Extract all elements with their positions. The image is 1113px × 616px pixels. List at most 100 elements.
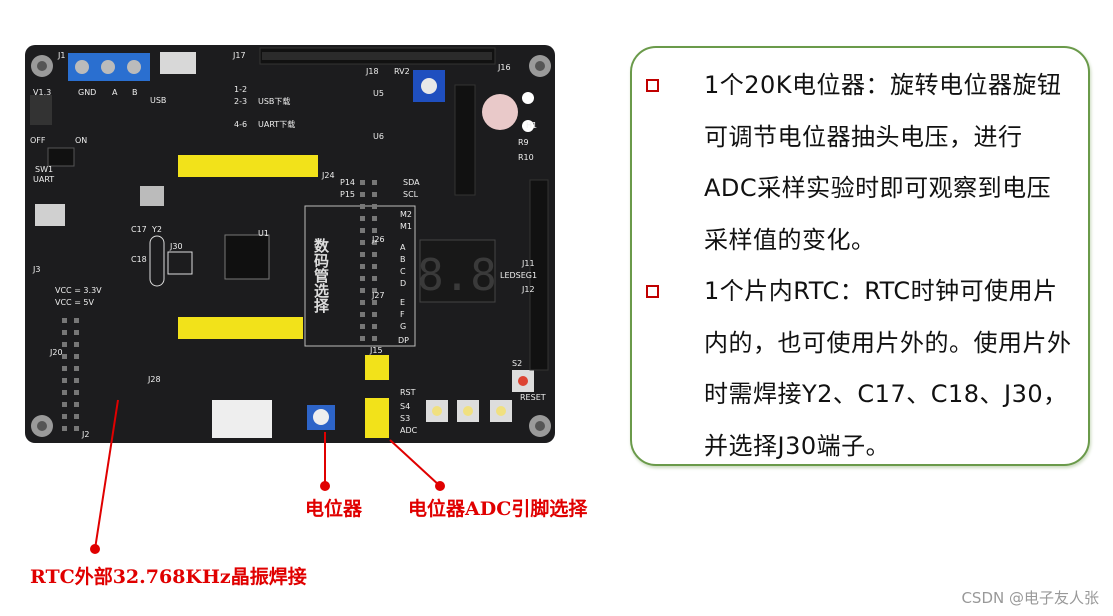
header-pin — [62, 402, 67, 407]
svg-text:C18: C18 — [131, 255, 147, 264]
seg-select-label: 数码管选择 — [312, 237, 330, 314]
feature-potentiometer-text: 1个20K电位器：旋转电位器旋钮可调节电位器抽头电压，进行ADC采样实验时即可观… — [704, 71, 1062, 254]
header-pin — [372, 228, 377, 233]
svg-text:R9: R9 — [518, 138, 529, 147]
svg-text:J28: J28 — [147, 375, 161, 384]
header-pin — [74, 426, 79, 431]
header-pin — [74, 354, 79, 359]
header-pin — [372, 264, 377, 269]
svg-text:J30: J30 — [169, 242, 183, 251]
svg-text:A: A — [400, 243, 406, 252]
seven-seg-display: 8.8 — [417, 250, 496, 301]
svg-text:DP: DP — [398, 336, 409, 345]
header-pin — [372, 252, 377, 257]
header-pin — [372, 216, 377, 221]
svg-text:VCC = 3.3V: VCC = 3.3V — [55, 286, 102, 295]
svg-text:J3: J3 — [32, 265, 40, 274]
svg-text:S3: S3 — [400, 414, 410, 423]
header-pin — [360, 240, 365, 245]
header-pin — [360, 312, 365, 317]
header-pin — [360, 252, 365, 257]
header-pin — [372, 288, 377, 293]
svg-text:A: A — [112, 88, 118, 97]
header-pin — [74, 318, 79, 323]
header-pin — [360, 288, 365, 293]
svg-text:J20: J20 — [49, 348, 63, 357]
header-pin — [62, 330, 67, 335]
svg-text:D: D — [400, 279, 406, 288]
svg-text:E: E — [400, 298, 405, 307]
svg-text:J18: J18 — [365, 67, 379, 76]
header-pin — [360, 336, 365, 341]
svg-text:J1: J1 — [57, 51, 65, 60]
svg-text:R10: R10 — [518, 153, 534, 162]
svg-text:J2: J2 — [81, 430, 89, 439]
rtc-crystal-label: RTC外部32.768KHz晶振焊接 — [30, 566, 307, 588]
header-pin — [372, 192, 377, 197]
svg-text:H1: H1 — [526, 121, 537, 130]
svg-text:F: F — [400, 310, 405, 319]
svg-text:B: B — [132, 88, 138, 97]
header-pin — [74, 330, 79, 335]
header-pin — [372, 324, 377, 329]
svg-text:4-6: 4-6 — [234, 120, 247, 129]
header-pin — [372, 204, 377, 209]
feature-rtc-text: 1个片内RTC：RTC时钟可使用片内的，也可使用片外的。使用片外时需焊接Y2、C… — [704, 277, 1072, 460]
svg-text:U1: U1 — [258, 229, 269, 238]
header-pin — [372, 276, 377, 281]
svg-text:J24: J24 — [321, 171, 335, 180]
svg-text:SDA: SDA — [403, 178, 420, 187]
svg-text:UART: UART — [33, 175, 54, 184]
svg-text:RV2: RV2 — [394, 67, 410, 76]
header-pin — [360, 264, 365, 269]
svg-text:U6: U6 — [373, 132, 384, 141]
svg-text:J15: J15 — [369, 346, 383, 355]
svg-text:ADC: ADC — [400, 426, 418, 435]
svg-text:B: B — [400, 255, 406, 264]
svg-text:M1: M1 — [400, 222, 412, 231]
header-pin — [62, 390, 67, 395]
svg-text:RST: RST — [400, 388, 416, 397]
svg-text:P15: P15 — [340, 190, 355, 199]
svg-text:U5: U5 — [373, 89, 384, 98]
header-pin — [62, 414, 67, 419]
header-pin — [360, 192, 365, 197]
svg-text:M2: M2 — [400, 210, 412, 219]
header-pin — [360, 216, 365, 221]
svg-text:LEDSEG1: LEDSEG1 — [500, 271, 537, 280]
header-pin — [62, 378, 67, 383]
version-label: V1.3 — [33, 88, 51, 97]
svg-text:ON: ON — [75, 136, 87, 145]
svg-text:USB: USB — [150, 96, 166, 105]
header-pin — [360, 180, 365, 185]
header-pin — [372, 180, 377, 185]
svg-text:J16: J16 — [497, 63, 511, 72]
header-pin — [62, 318, 67, 323]
header-pin — [74, 366, 79, 371]
header-pin — [74, 342, 79, 347]
svg-text:C17: C17 — [131, 225, 147, 234]
svg-text:SW1: SW1 — [35, 165, 53, 174]
svg-text:OFF: OFF — [30, 136, 46, 145]
header-pin — [62, 342, 67, 347]
svg-text:GND: GND — [78, 88, 96, 97]
svg-text:J11: J11 — [521, 259, 535, 268]
svg-text:S4: S4 — [400, 402, 410, 411]
watermark: CSDN @电子友人张 — [961, 589, 1099, 607]
header-pin — [74, 378, 79, 383]
header-pin — [62, 366, 67, 371]
header-pin — [372, 312, 377, 317]
header-pin — [74, 414, 79, 419]
header-pin — [360, 300, 365, 305]
annotation-leaders — [90, 399, 445, 554]
svg-text:USB下载: USB下载 — [258, 96, 290, 106]
header-pin — [372, 300, 377, 305]
svg-text:J12: J12 — [521, 285, 535, 294]
feature-panel: 1个20K电位器：旋转电位器旋钮可调节电位器抽头电压，进行ADC采样实验时即可观… — [630, 46, 1090, 466]
svg-text:S2: S2 — [512, 359, 522, 368]
header-pin — [74, 390, 79, 395]
header-pin — [62, 426, 67, 431]
header-pin — [360, 204, 365, 209]
header-pin — [360, 228, 365, 233]
